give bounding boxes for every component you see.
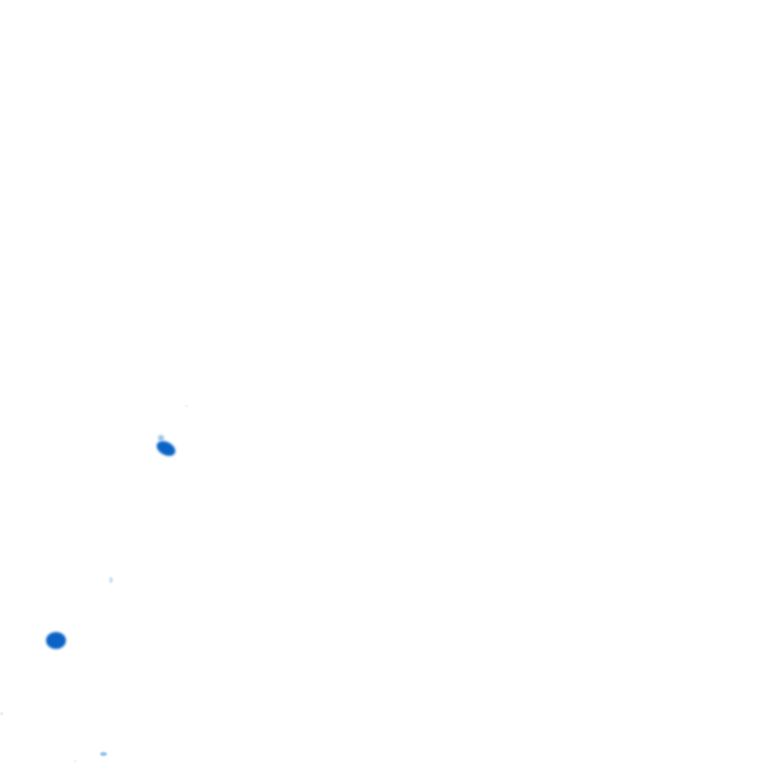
ink-dot <box>109 577 113 583</box>
ink-blob-tip <box>158 435 164 441</box>
ink-blob-round <box>46 632 66 649</box>
ink-blob <box>154 438 178 459</box>
ink-dot <box>0 712 3 715</box>
ink-speck <box>185 405 188 407</box>
ink-speck <box>74 760 77 762</box>
ink-dot <box>100 752 107 756</box>
